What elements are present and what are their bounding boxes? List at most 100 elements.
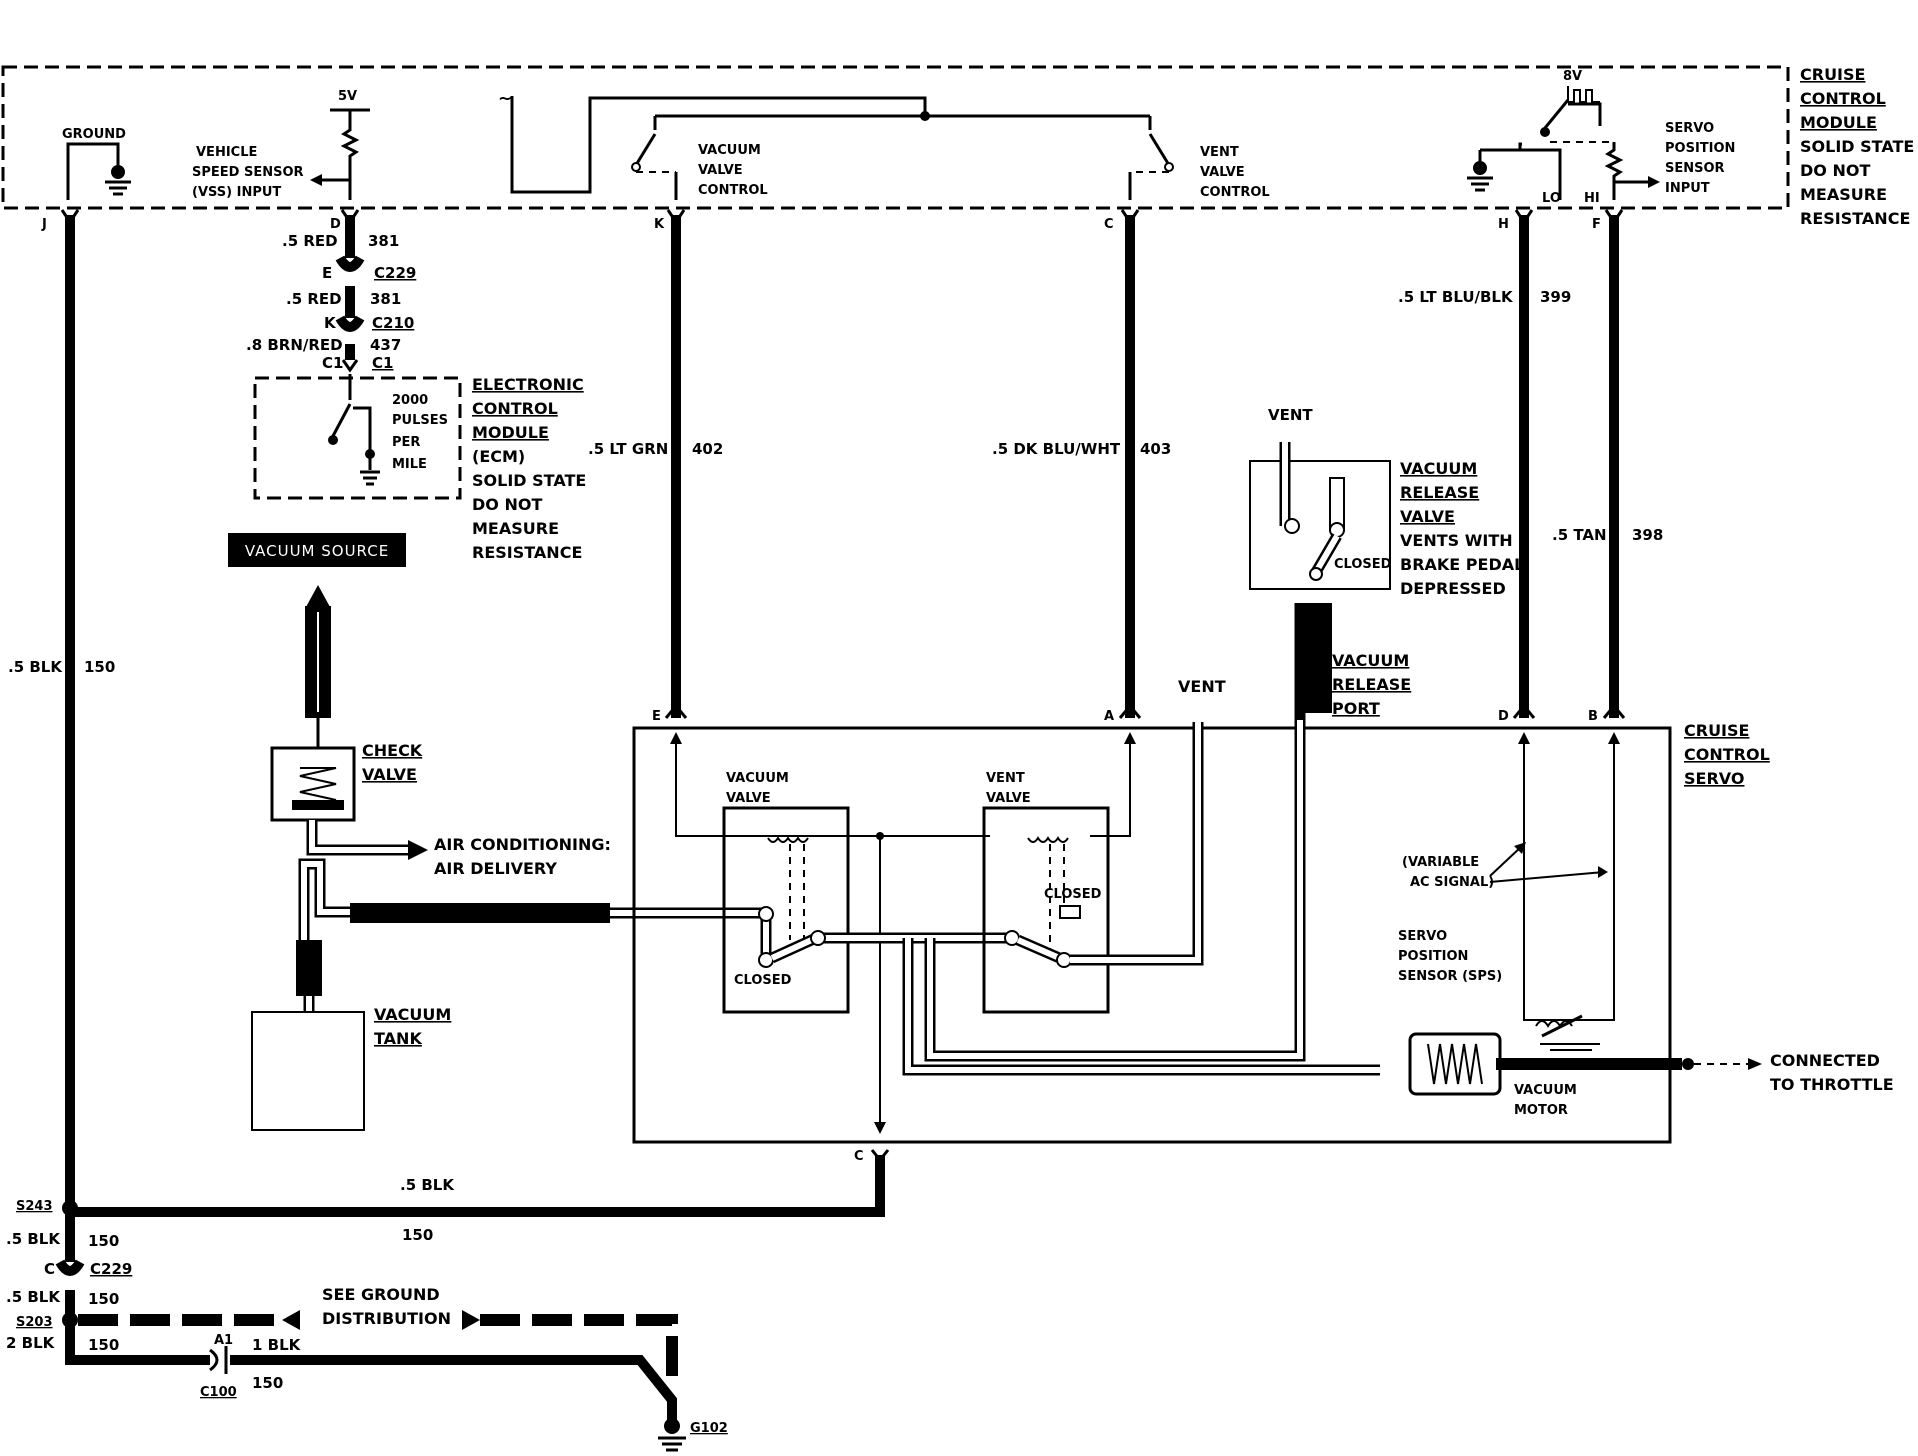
check-valve-label-2: VALVE bbox=[362, 765, 417, 784]
ground-label: GROUND bbox=[62, 127, 126, 142]
connector-a1: A1 bbox=[214, 1333, 233, 1348]
vent-coil-icon bbox=[1027, 836, 1069, 843]
vacuum-valve-switch bbox=[634, 133, 657, 166]
g4-color: 1 BLK bbox=[252, 1336, 302, 1354]
ac-signal-1: (VARIABLE bbox=[1402, 855, 1479, 870]
ecm: 2000 PULSES PER MILE ELECTRONIC CONTROL … bbox=[253, 375, 586, 562]
servo-vent-valve-2: VALVE bbox=[986, 791, 1031, 806]
wire-402-circuit: 402 bbox=[692, 440, 723, 458]
release-valve-title-1: VACUUM bbox=[1400, 459, 1477, 478]
throttle-2: TO THROTTLE bbox=[1770, 1075, 1894, 1094]
release-valve-title-3: VALVE bbox=[1400, 507, 1455, 526]
module-outline bbox=[1, 65, 1790, 210]
throttle-rod bbox=[1496, 1058, 1682, 1070]
ac-source-icon: ~ bbox=[498, 89, 512, 109]
g2-circuit: 150 bbox=[88, 1290, 119, 1308]
connector-c100: C100 bbox=[200, 1385, 237, 1400]
ecm-title-1: ELECTRONIC bbox=[472, 375, 584, 394]
wire-399-circuit: 399 bbox=[1540, 288, 1571, 306]
vacuum-valve-control-1: VACUUM bbox=[698, 143, 761, 158]
vacuum-source-block: VACUUM SOURCE CHECK VALVE AIR CONDITIONI… bbox=[228, 533, 764, 1131]
release-valve-title-2: RELEASE bbox=[1400, 483, 1479, 502]
vss-wire-2-color: .5 RED bbox=[286, 290, 342, 308]
connector-e: E bbox=[322, 264, 332, 282]
throttle-arrow-icon bbox=[1748, 1058, 1762, 1070]
ecm-pulses-1: 2000 bbox=[392, 393, 428, 408]
vss-voltage: 5V bbox=[338, 89, 357, 104]
g1-circuit: 150 bbox=[88, 1232, 119, 1250]
connector-c229-lower: C229 bbox=[90, 1260, 132, 1278]
sps-label-1: SERVO bbox=[1398, 929, 1447, 944]
ac-signal-2: AC SIGNAL) bbox=[1410, 875, 1494, 890]
signal-wires: .5 BLK 150 .5 LT GRN 402 .5 DK BLU/WHT 4… bbox=[8, 215, 1663, 1205]
vss-wire-1-circuit: 381 bbox=[368, 232, 399, 250]
sps-coil-icon bbox=[1535, 1020, 1573, 1028]
ecm-outline bbox=[253, 376, 462, 500]
connector-k: K bbox=[324, 314, 337, 332]
sps-resistor bbox=[1604, 142, 1624, 200]
vss-wire-3-color: .8 BRN/RED bbox=[246, 336, 343, 354]
vacuum-release-valve: VENT CLOSED VACUUM RELEASE VALVE VENTS W… bbox=[1249, 406, 1524, 718]
vss-circuit: .5 RED 381 E C229 .5 RED 381 K C210 .8 B… bbox=[246, 215, 416, 382]
vent-valve-control-3: CONTROL bbox=[1200, 185, 1270, 200]
module-note-1: SOLID STATE bbox=[1800, 137, 1914, 156]
g2-color: .5 BLK bbox=[6, 1288, 61, 1306]
splice-s203-label: S203 bbox=[16, 1315, 53, 1330]
ecm-pulses-4: MILE bbox=[392, 457, 427, 472]
wire-403-color: .5 DK BLU/WHT bbox=[992, 440, 1121, 458]
sps-label-2: POSITION bbox=[1398, 949, 1468, 964]
vent-valve-switch bbox=[1148, 133, 1171, 166]
servo-closed-2: CLOSED bbox=[1044, 887, 1102, 902]
vss-label-3: (VSS) INPUT bbox=[192, 185, 281, 200]
sps-input-3: SENSOR bbox=[1665, 161, 1725, 176]
connector-c-lower: C bbox=[44, 1260, 55, 1278]
pin-c: C bbox=[1104, 217, 1114, 232]
ground-wire-circuit: 150 bbox=[84, 658, 115, 676]
check-valve-spring-icon bbox=[299, 767, 337, 801]
pin-j: J bbox=[41, 217, 47, 232]
vacuum-source-badge bbox=[228, 533, 406, 567]
check-valve-label-1: CHECK bbox=[362, 741, 423, 760]
ecm-note-2: DO NOT bbox=[472, 495, 542, 514]
g102-ground-icon bbox=[658, 1418, 686, 1452]
wire-399-color: .5 LT BLU/BLK bbox=[1398, 288, 1514, 306]
pin-h: H bbox=[1498, 217, 1509, 232]
wire-402-color: .5 LT GRN bbox=[588, 440, 668, 458]
module-title-3: MODULE bbox=[1800, 113, 1877, 132]
release-desc-1: VENTS WITH bbox=[1400, 531, 1513, 550]
ac-delivery-1: AIR CONDITIONING: bbox=[434, 835, 611, 854]
ecm-pulses-2: PULSES bbox=[392, 413, 448, 428]
servo-pin-d: D bbox=[1498, 709, 1509, 724]
connector-c1-label: C1 bbox=[372, 354, 393, 372]
vss-wire-1-color: .5 RED bbox=[282, 232, 338, 250]
vss-pullup-resistor bbox=[340, 110, 360, 200]
vacuum-source-label: VACUUM SOURCE bbox=[245, 542, 389, 560]
sps-voltage: 8V bbox=[1563, 69, 1582, 84]
servo-vacuum-valve-2: VALVE bbox=[726, 791, 771, 806]
sps-input-1: SERVO bbox=[1665, 121, 1714, 136]
servo-closed-1: CLOSED bbox=[734, 973, 792, 988]
module-note-2: DO NOT bbox=[1800, 161, 1870, 180]
g3-circuit: 150 bbox=[88, 1336, 119, 1354]
g1-color: .5 BLK bbox=[6, 1230, 61, 1248]
servo-title-3: SERVO bbox=[1684, 769, 1744, 788]
g3-color: 2 BLK bbox=[6, 1334, 56, 1352]
pin-f: F bbox=[1592, 217, 1601, 232]
servo-title-2: CONTROL bbox=[1684, 745, 1770, 764]
servo-vent-valve bbox=[982, 806, 1110, 1014]
servo-pin-e: E bbox=[652, 709, 661, 724]
vacuum-tank-label-2: TANK bbox=[374, 1029, 422, 1048]
wire-398-color: .5 TAN bbox=[1552, 526, 1607, 544]
servo-vent-label: VENT bbox=[1178, 677, 1226, 696]
vent-valve-control-2: VALVE bbox=[1200, 165, 1245, 180]
vss-wire-2-circuit: 381 bbox=[370, 290, 401, 308]
release-vent-label: VENT bbox=[1268, 406, 1313, 424]
module-title-2: CONTROL bbox=[1800, 89, 1886, 108]
vacuum-valve-control-3: CONTROL bbox=[698, 183, 768, 198]
connector-c210: C210 bbox=[372, 314, 414, 332]
sps-input-2: POSITION bbox=[1665, 141, 1735, 156]
release-desc-3: DEPRESSED bbox=[1400, 579, 1506, 598]
module-note-3: MEASURE bbox=[1800, 185, 1887, 204]
release-desc-2: BRAKE PEDAL bbox=[1400, 555, 1524, 574]
